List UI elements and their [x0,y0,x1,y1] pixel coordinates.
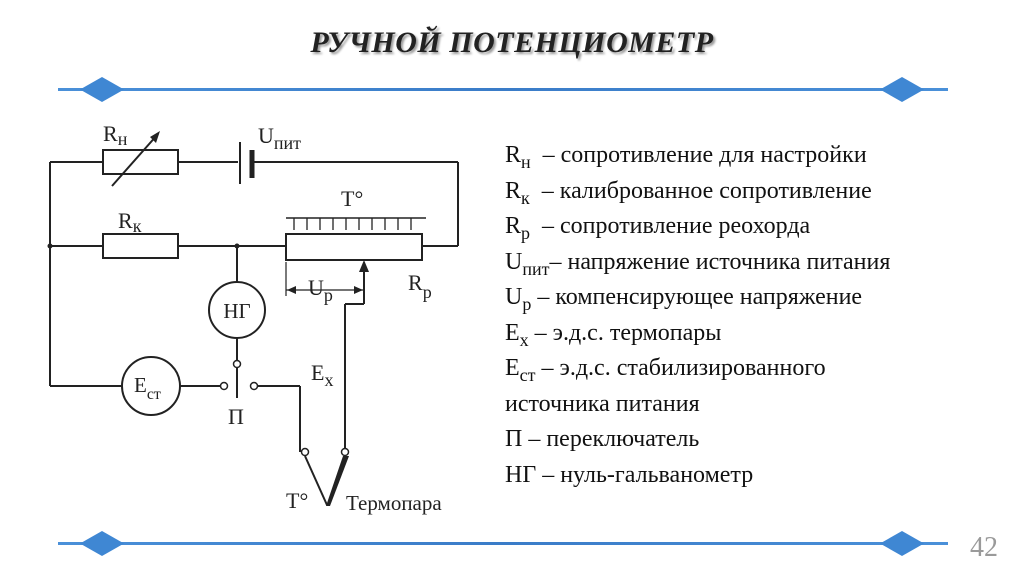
legend-row: П – переключатель [505,422,890,458]
adjustable-arrow [111,133,159,187]
junction-dot-ng [234,243,240,249]
legend-row: Uпит– напряжение источника питания [505,245,890,281]
legend-text: – напряжение источника питания [549,248,891,275]
legend-symbol: R [505,213,522,239]
resistor-rk [102,233,179,259]
up-arrow-right [354,286,363,294]
legend-symbol: U [505,248,523,275]
rheochord [285,233,423,261]
legend-row: Uр – компенсирующее напряжение [505,280,890,316]
legend-text: источника питания [505,390,700,417]
label-rk: Rк [118,208,142,236]
label-est: Eст [134,373,161,403]
label-rp: Rp [408,270,432,302]
legend-text: – сопротивление для настройки [530,142,867,168]
legend-subscript: р [522,294,532,314]
legend-subscript: х [519,329,529,350]
legend-text: П – переключатель [505,426,700,452]
switch-contact-left [219,381,229,391]
bottom-divider [58,531,948,556]
legend-text: НГ – нуль-гальванометр [505,461,754,488]
switch-contact-top [232,359,242,369]
legend-row: источника питания [505,387,890,423]
legend-row: Rк – калиброванное сопротивление [505,174,890,210]
legend-row: НГ – нуль-гальванометр [505,458,890,494]
label-t-top: T° [341,186,363,211]
slider-arrow [359,260,369,272]
legend-subscript: пит [522,258,550,279]
legend-symbol: R [505,142,522,168]
legend-symbol: E [505,319,520,346]
page-number: 42 [970,532,998,563]
junction-dot [47,243,53,249]
label-ng: НГ [223,299,250,323]
label-thermocouple: Термопара [346,491,442,515]
legend-row: Rн – сопротивление для настройки [505,138,890,174]
legend-text: – э.д.с. стабилизированного [535,355,826,381]
thermocouple-terminal-left [300,447,310,457]
up-arrow-left [287,286,296,294]
label-p: П [228,404,244,429]
top-divider [58,77,948,102]
slide-title: РУЧНОЙ ПОТЕНЦИОМЕТР [310,26,714,59]
thermocouple-wire-right [326,456,349,506]
label-t-bottom: T° [286,488,308,513]
legend-row: Rр – сопротивление реохорда [505,209,890,245]
legend-text: – калиброванное сопротивление [529,177,872,204]
legend-text: – компенсирующее напряжение [531,284,863,310]
legend-text: – сопротивление реохорда [530,213,811,239]
label-up: Up [308,275,333,305]
adjustable-arrow-head [150,131,160,143]
null-galvanometer [208,281,266,339]
stabilized-source [121,356,181,416]
legend-symbol: U [505,284,523,310]
legend-text: – э.д.с. термопары [528,319,722,346]
legend-row: Eст – э.д.с. стабилизированного [505,351,890,387]
legend-subscript: к [521,187,530,208]
label-rn: Rн [103,121,128,149]
rheochord-ticks [293,218,412,230]
label-ex: Ex [311,360,333,390]
label-upit: Uпит [258,123,301,153]
legend-subscript: н [521,152,531,172]
thermocouple-wire-left [304,455,328,506]
legend-symbol: E [505,355,520,381]
thermocouple-terminal-right [340,447,350,457]
legend-subscript: р [521,223,531,243]
legend-symbol: R [505,177,522,204]
legend-subscript: ст [519,365,536,385]
legend-row: Eх – э.д.с. термопары [505,316,890,352]
switch-contact-right [249,381,259,391]
